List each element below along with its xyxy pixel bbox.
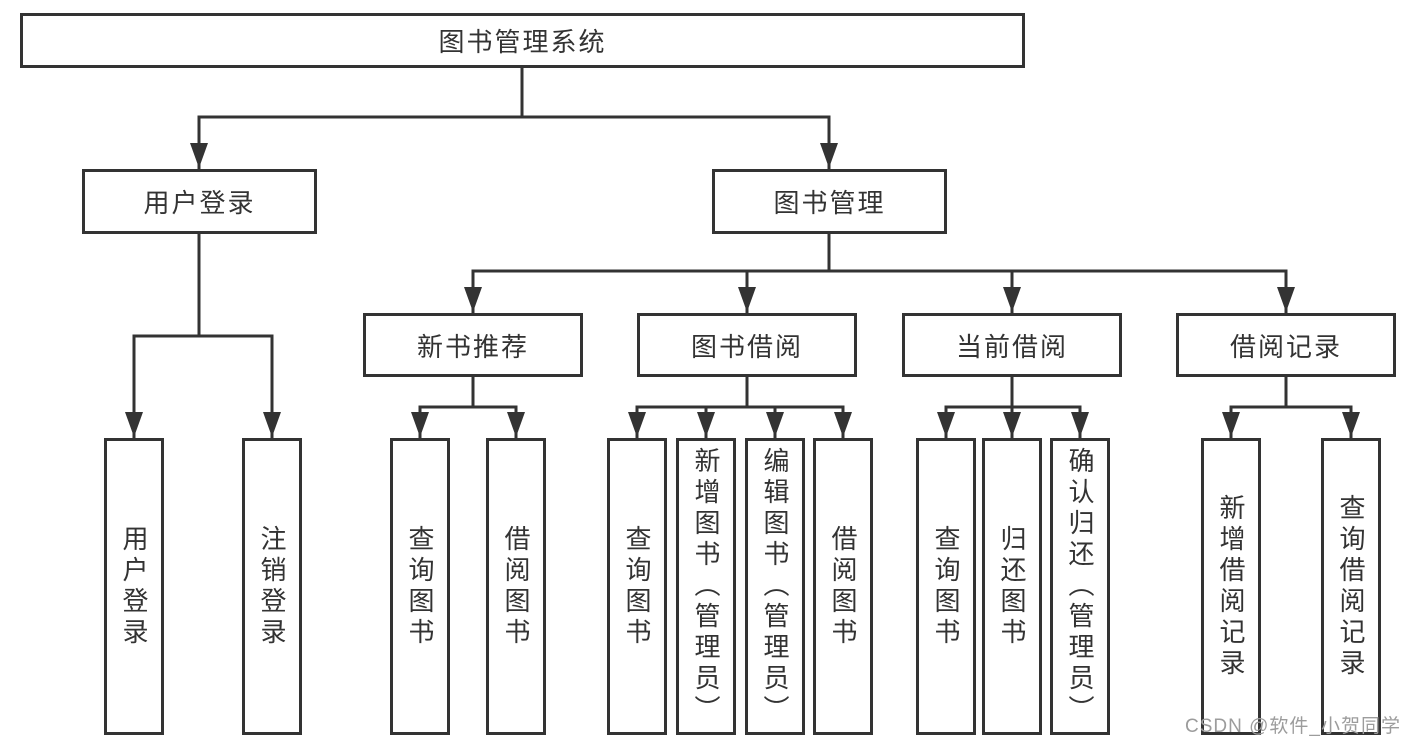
node-label: 编辑图书（管理员） xyxy=(760,447,790,726)
node-new-book-recommend: 新书推荐 xyxy=(363,313,583,377)
node-label: 归还图书 xyxy=(997,524,1027,649)
node-label: 查询图书 xyxy=(931,524,961,649)
node-label: 新书推荐 xyxy=(416,331,529,362)
node-library-management-system: 图书管理系统 xyxy=(20,13,1025,68)
node-current-borrow: 当前借阅 xyxy=(902,313,1122,377)
node-label: 用户登录 xyxy=(143,188,256,218)
leaf-newbook-query-books: 查询图书 xyxy=(390,438,450,735)
node-label: 查询图书 xyxy=(405,524,435,649)
leaf-current-confirm-return-admin: 确认归还（管理员） xyxy=(1050,438,1110,735)
node-label: 借阅图书 xyxy=(501,524,531,649)
leaf-newbook-borrow-books: 借阅图书 xyxy=(486,438,546,735)
leaf-records-add-record: 新增借阅记录 xyxy=(1201,438,1261,735)
leaf-borrow-edit-books-admin: 编辑图书（管理员） xyxy=(745,438,805,735)
node-label: 查询借阅记录 xyxy=(1336,493,1366,680)
connector-root-to-level2 xyxy=(190,65,838,170)
leaf-borrow-query-books: 查询图书 xyxy=(607,438,667,735)
node-label: 图书借阅 xyxy=(690,331,803,362)
connector-management-to-level3 xyxy=(464,231,1295,314)
leaf-user-login: 用户登录 xyxy=(104,438,164,735)
node-label: 借阅图书 xyxy=(828,524,858,649)
connector-borrow-records-group xyxy=(1222,374,1360,439)
node-label: 图书管理 xyxy=(773,188,886,218)
node-label: 新增借阅记录 xyxy=(1216,493,1246,680)
node-label: 图书管理系统 xyxy=(438,27,607,57)
csdn-watermark: CSDN @软件_小贺同学 xyxy=(1185,716,1401,737)
node-user-login: 用户登录 xyxy=(82,169,317,234)
node-label: 注销登录 xyxy=(257,524,287,649)
node-borrow-records: 借阅记录 xyxy=(1176,313,1396,377)
connector-current-borrow-group xyxy=(937,374,1089,439)
node-book-borrow: 图书借阅 xyxy=(637,313,857,377)
node-book-management: 图书管理 xyxy=(712,169,947,234)
leaf-borrow-borrow-books: 借阅图书 xyxy=(813,438,873,735)
node-label: 查询图书 xyxy=(622,524,652,649)
node-label: 借阅记录 xyxy=(1229,331,1342,362)
node-label: 用户登录 xyxy=(119,524,149,649)
leaf-borrow-add-books-admin: 新增图书（管理员） xyxy=(676,438,736,735)
connector-user-login-group xyxy=(125,231,281,439)
leaf-current-return-books: 归还图书 xyxy=(982,438,1042,735)
node-label: 当前借阅 xyxy=(955,331,1068,362)
leaf-current-query-books: 查询图书 xyxy=(916,438,976,735)
node-label: 确认归还（管理员） xyxy=(1065,447,1095,726)
leaf-logout: 注销登录 xyxy=(242,438,302,735)
leaf-records-query-record: 查询借阅记录 xyxy=(1321,438,1381,735)
node-label: 新增图书（管理员） xyxy=(691,447,721,726)
connector-new-book-group xyxy=(411,374,525,439)
connector-book-borrow-group xyxy=(628,374,852,439)
